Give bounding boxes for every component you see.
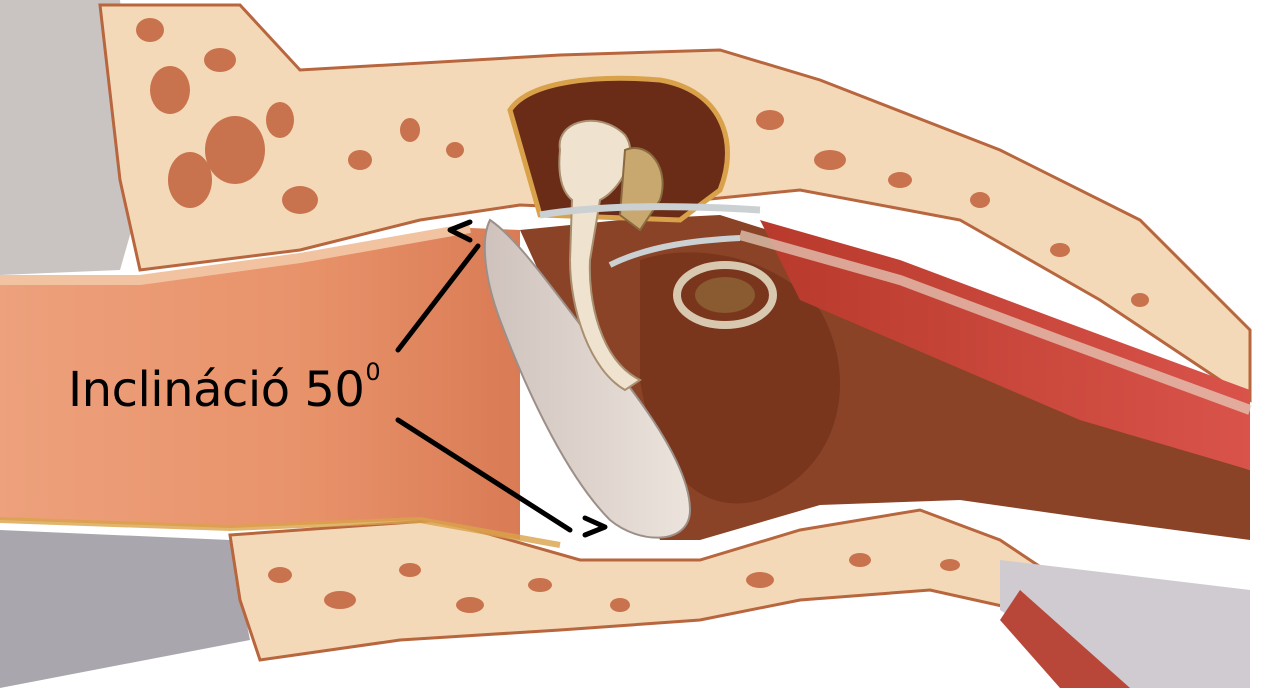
inclination-label: Inclináció 500	[68, 366, 380, 414]
lower-right-tissue	[1000, 560, 1250, 688]
lower-angle-mark	[585, 518, 605, 535]
inclination-degree-superscript: 0	[365, 358, 380, 386]
inclination-label-text: Inclináció 50	[68, 362, 364, 418]
